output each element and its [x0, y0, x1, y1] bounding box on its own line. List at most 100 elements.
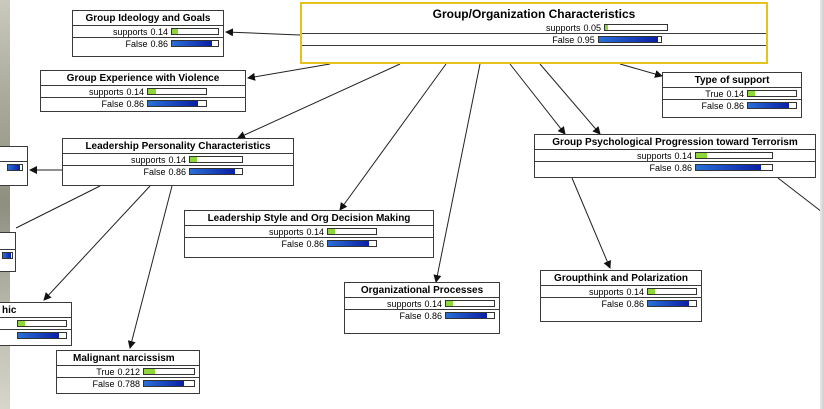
- node-group-organization[interactable]: Group/Organization Characteristics suppo…: [300, 2, 768, 64]
- edge-to-leader-personality: [237, 63, 401, 139]
- edge-progression-offscreen: [777, 177, 823, 213]
- node-title: Leadership Personality Characteristics: [85, 141, 271, 152]
- state-label: False: [281, 238, 304, 249]
- node-title: Group Psychological Progression toward T…: [552, 137, 798, 148]
- state-value: 0.86: [150, 38, 168, 49]
- prob-bar: [647, 288, 697, 295]
- prob-bar: [17, 332, 67, 339]
- state-value: 0.05: [583, 22, 602, 33]
- state-label: supports: [588, 286, 624, 297]
- state-label: False: [143, 166, 166, 177]
- state-value: 0.86: [424, 310, 442, 321]
- state-value: 0.86: [168, 166, 186, 177]
- node-title: Type of support: [694, 75, 770, 86]
- prob-bar: [143, 368, 195, 375]
- prob-bar: [597, 36, 662, 43]
- state-value: 0.14: [306, 226, 324, 237]
- state-value: 0.14: [674, 150, 692, 161]
- state-label: False: [552, 34, 575, 45]
- prob-bar: [143, 380, 195, 387]
- node-title: Organizational Processes: [360, 285, 484, 296]
- state-label: False: [125, 38, 148, 49]
- prob-bar: [695, 164, 773, 171]
- edge-personality-to-hic: [43, 185, 151, 301]
- node-title: Malignant narcissism: [73, 353, 175, 364]
- state-value: 0.86: [726, 100, 744, 111]
- state-value: 0.86: [674, 162, 692, 173]
- edge-to-violence: [247, 63, 331, 81]
- prob-bar: [695, 152, 773, 159]
- node-org-processes[interactable]: Organizational Processes supports 0.14 F…: [344, 282, 500, 334]
- node-title: Group Experience with Violence: [66, 73, 220, 84]
- state-label: supports: [636, 150, 672, 161]
- state-label: supports: [386, 298, 422, 309]
- window-edge: [820, 0, 824, 409]
- prob-bar: [747, 102, 797, 109]
- edge-personality-to-mid: [15, 185, 101, 229]
- state-value: 0.14: [150, 26, 168, 37]
- prob-bar: [327, 228, 377, 235]
- prob-bar: [604, 24, 669, 31]
- state-label: supports: [88, 86, 124, 97]
- node-title: hic: [2, 305, 17, 316]
- edge-to-support-type: [619, 63, 663, 78]
- state-label: False: [399, 310, 422, 321]
- state-label: False: [101, 98, 124, 109]
- state-value: 0.86: [306, 238, 324, 249]
- state-label: supports: [545, 22, 581, 33]
- edge-progression-to-groupthink: [571, 177, 611, 269]
- node-malignant-narcissism[interactable]: Malignant narcissism True 0.212 False 0.…: [56, 350, 200, 394]
- node-leadership-personality[interactable]: Leadership Personality Characteristics s…: [62, 138, 294, 186]
- state-value: 0.86: [126, 98, 144, 109]
- state-label: False: [601, 298, 624, 309]
- prob-bar: [2, 252, 13, 259]
- state-label: True: [705, 88, 724, 99]
- node-groupthink[interactable]: Groupthink and Polarization supports 0.1…: [540, 270, 702, 322]
- node-divider: [302, 45, 766, 58]
- state-label: False: [701, 100, 724, 111]
- state-label: supports: [130, 154, 166, 165]
- state-value: 0.14: [424, 298, 442, 309]
- node-title: Groupthink and Polarization: [554, 273, 688, 284]
- node-psych-progression[interactable]: Group Psychological Progression toward T…: [534, 134, 816, 178]
- state-value: 0.14: [126, 86, 144, 97]
- state-label: supports: [112, 26, 148, 37]
- state-value: 0.14: [168, 154, 186, 165]
- state-label: True: [96, 366, 115, 377]
- node-partial-left[interactable]: [0, 146, 28, 186]
- node-group-ideology[interactable]: Group Ideology and Goals supports 0.14 F…: [72, 10, 224, 57]
- prob-bar: [327, 240, 377, 247]
- edge-to-psych-progression: [539, 63, 601, 135]
- prob-bar: [17, 320, 67, 327]
- node-partial-hic[interactable]: hic: [0, 302, 72, 346]
- state-value: 0.14: [726, 88, 744, 99]
- node-leadership-style[interactable]: Leadership Style and Org Decision Making…: [184, 210, 434, 258]
- prob-bar: [7, 164, 23, 171]
- prob-bar: [747, 90, 797, 97]
- prob-bar: [189, 156, 243, 163]
- state-value: 0.788: [117, 378, 140, 389]
- state-label: False: [649, 162, 672, 173]
- state-value: 0.14: [626, 286, 644, 297]
- node-partial-mid-left[interactable]: [0, 232, 16, 272]
- prob-bar: [171, 40, 219, 47]
- node-title: Group Ideology and Goals: [85, 13, 211, 24]
- state-label: False: [92, 378, 115, 389]
- node-title: Leadership Style and Org Decision Making: [207, 213, 411, 224]
- node-group-violence[interactable]: Group Experience with Violence supports …: [40, 70, 246, 112]
- network-canvas: [10, 0, 820, 409]
- edge-to-leader-style: [339, 63, 447, 211]
- prob-bar: [171, 28, 219, 35]
- node-type-of-support[interactable]: Type of support True 0.14 False 0.86: [662, 72, 802, 118]
- node-title: Group/Organization Characteristics: [432, 7, 636, 21]
- state-value: 0.86: [626, 298, 644, 309]
- prob-bar: [147, 88, 207, 95]
- prob-bar: [445, 300, 495, 307]
- state-label: supports: [268, 226, 304, 237]
- edge-to-org-processes: [433, 63, 481, 283]
- edge-personality-to-narcissism: [127, 185, 173, 349]
- prob-bar: [647, 300, 697, 307]
- edge-to-ideology: [225, 28, 301, 37]
- prob-bar: [445, 312, 495, 319]
